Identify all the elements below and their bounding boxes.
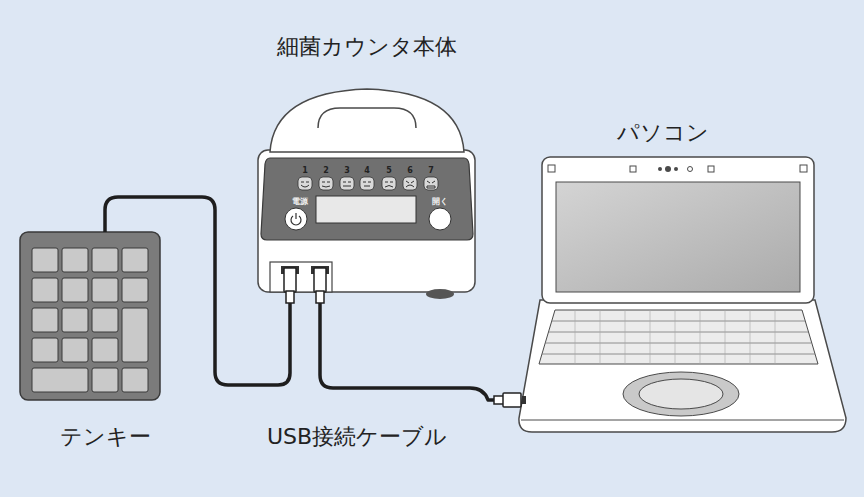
face-mark [343,182,351,186]
button-label: 電源 [180,196,420,208]
key [32,308,58,332]
key [62,338,88,362]
key [122,278,148,302]
camera [688,167,693,172]
keyboard [539,310,818,364]
key [122,248,148,272]
key [32,248,58,272]
usb-plug-neck [286,291,294,303]
face-icon [403,177,417,190]
device-label: パソコン [563,119,763,147]
counter-lid [270,89,464,152]
key [122,308,148,362]
face-icon [298,177,312,190]
laptop-lid [542,157,814,303]
usb-cable [105,197,290,385]
camera [665,166,671,172]
touchpad [639,379,723,409]
touchpad-ring [623,372,739,416]
face-mark [427,181,435,188]
face-icon [319,177,333,190]
power-button [285,208,307,230]
power-symbol [291,213,301,225]
cable-label: USB接続ケーブル [237,424,477,450]
level-number: 4 [247,165,487,177]
key [92,368,118,392]
pc-device: パソコン [520,155,815,432]
face-mark [322,182,330,187]
device-label: テンキー [25,423,185,451]
button-label: 開く [320,196,560,208]
usb-port [522,396,526,404]
face-icon [340,177,354,190]
tenkey-body [20,232,160,400]
lid-mark [548,165,555,172]
port-panel [270,262,332,292]
face-icons [298,177,438,190]
face-icon [382,177,396,190]
face-mark [406,181,414,187]
laptop-base [519,300,846,432]
laptop-front-edge [521,420,844,421]
face-icon [424,177,438,190]
key [62,248,88,272]
face-mark [301,182,309,187]
lid-handle [318,108,416,128]
key [32,368,88,392]
counter-unit: 細菌カウンタ本体 [258,88,475,303]
keyboard-keys [575,310,775,364]
key [92,278,118,302]
level-number: 5 [269,165,509,177]
lid-mark [708,166,714,172]
level-number: 6 [290,165,530,177]
usb-plug [503,393,521,407]
lid-mark [800,165,807,172]
display [316,196,416,223]
lid-mark [630,166,636,172]
laptop-screen [556,182,800,292]
tenkey-device: テンキー [20,232,160,400]
usb-cable [320,303,520,400]
key [92,338,118,362]
key [32,338,58,362]
key [62,308,88,332]
face-marks [301,181,435,188]
device-label: 細菌カウンタ本体 [237,33,497,61]
camera [674,167,678,171]
key [62,278,88,302]
camera [658,167,662,171]
key [92,248,118,272]
counter-illustration [258,89,475,299]
key [92,308,118,332]
usb-plug [314,268,326,292]
level-number: 7 [311,165,551,177]
open-button [429,208,451,230]
face-icon [360,177,374,190]
key [32,278,58,302]
key [122,368,148,392]
counter-foot [426,289,454,299]
tenkey-illustration [20,232,160,400]
laptop-illustration [519,157,846,432]
usb-plug [284,268,296,292]
keyboard-rows [542,321,815,354]
usb-plug-neck [316,291,324,303]
face-mark [363,182,371,186]
face-mark [385,182,393,187]
